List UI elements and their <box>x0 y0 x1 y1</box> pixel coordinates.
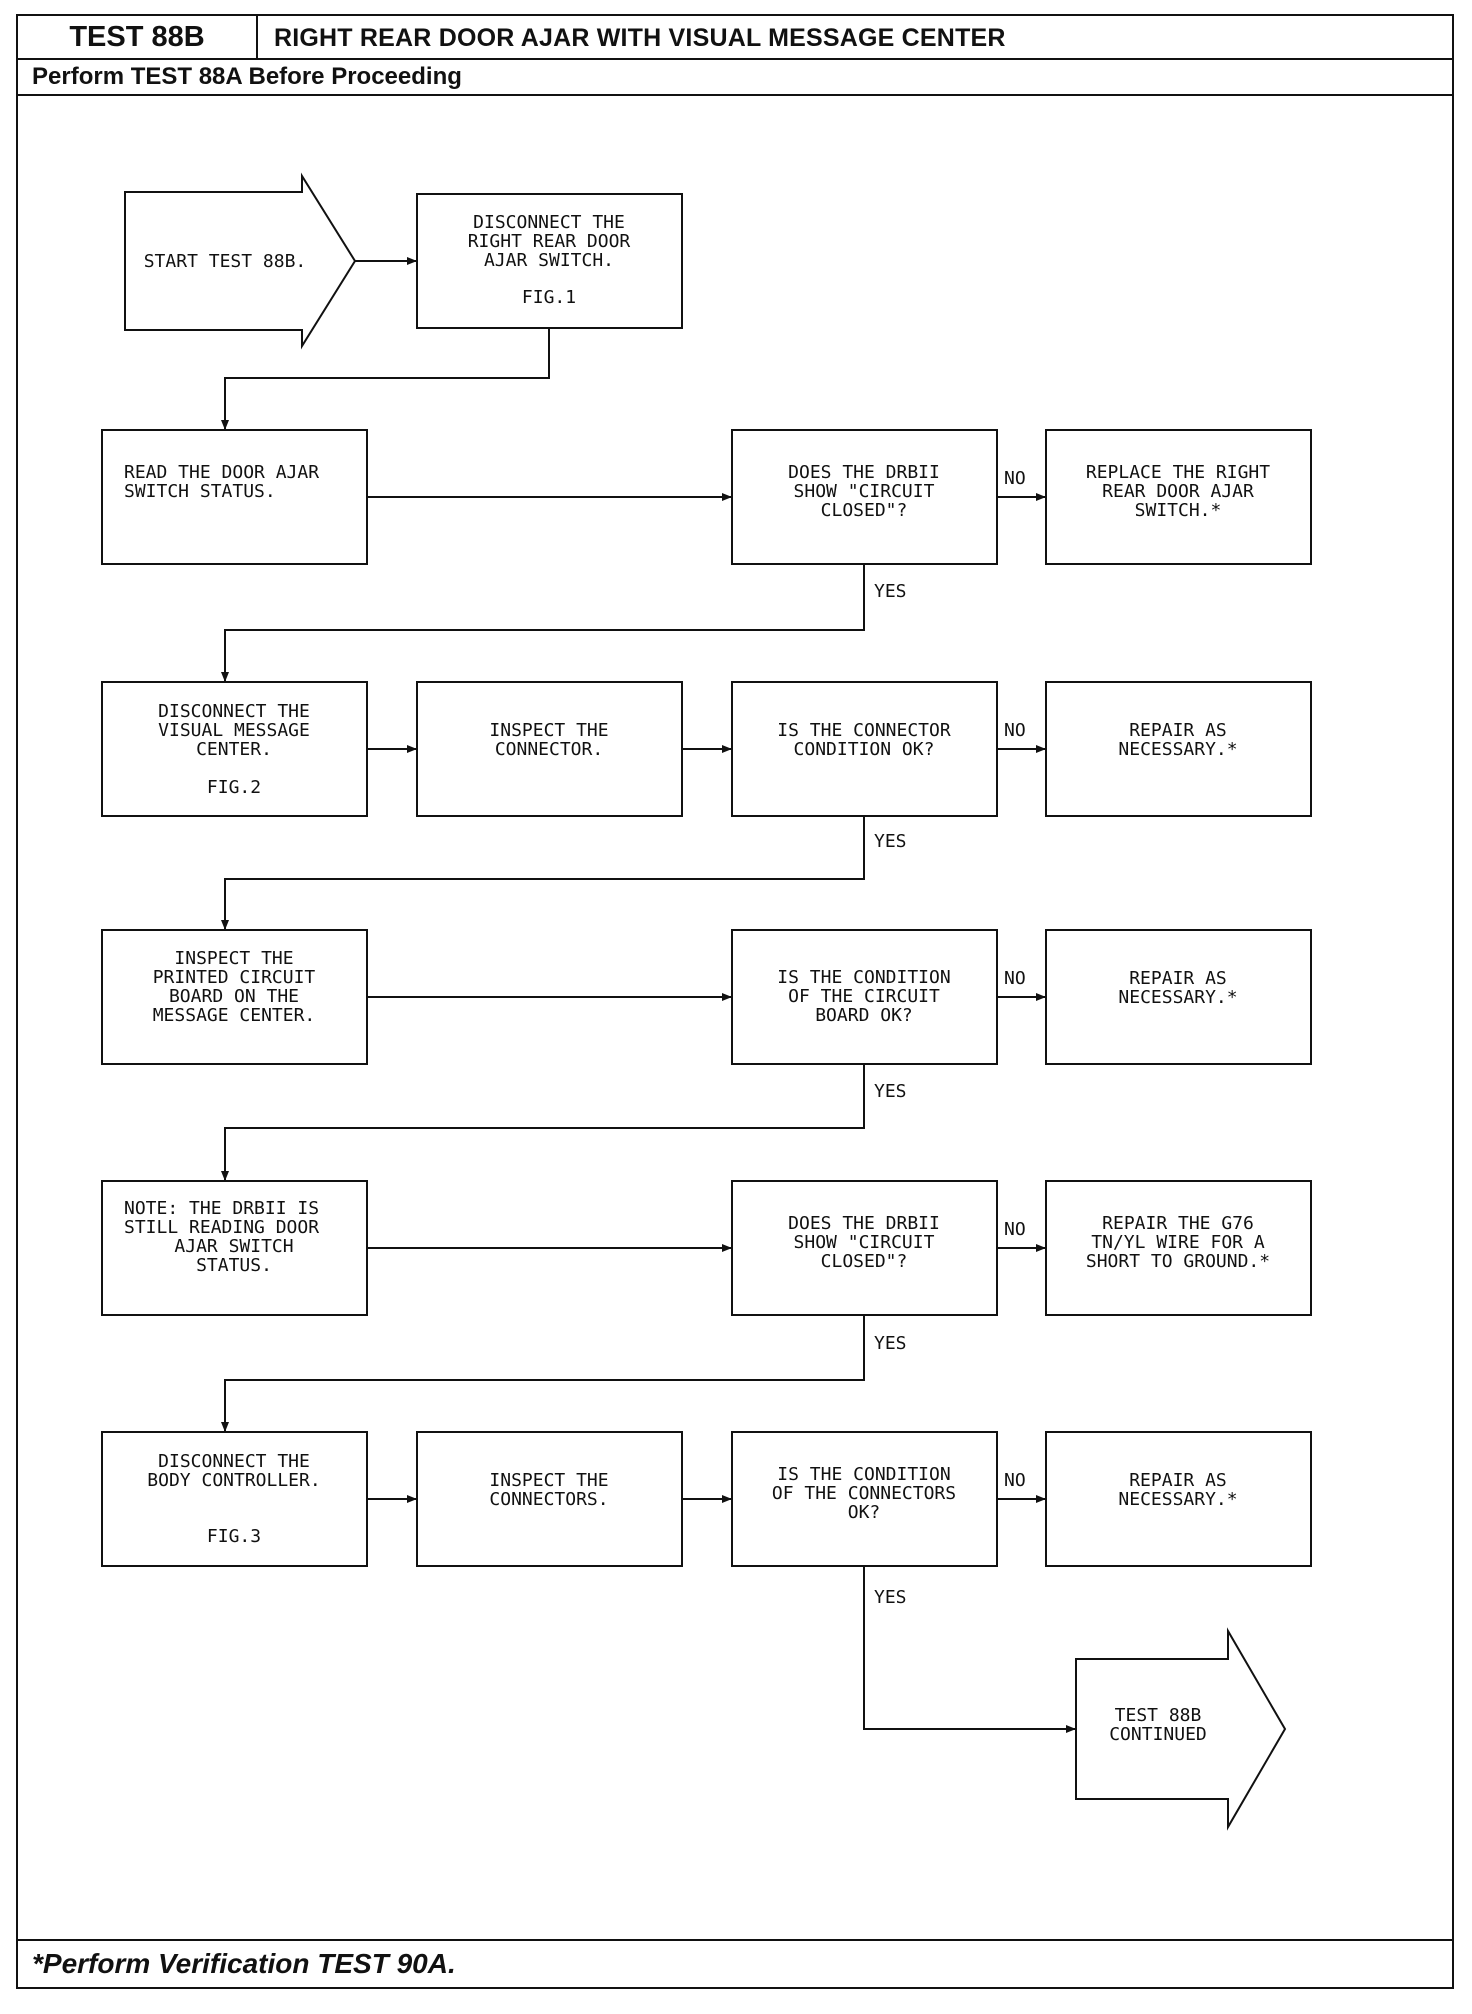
figure-reference: FIG.2 <box>207 777 261 798</box>
disconnect-vmc-box: DISCONNECT THE VISUAL MESSAGE CENTER. FI… <box>101 681 368 817</box>
result-box-1: REPLACE THE RIGHT REAR DOOR AJAR SWITCH.… <box>1045 429 1312 565</box>
header-row: TEST 88B RIGHT REAR DOOR AJAR WITH VISUA… <box>18 16 1452 60</box>
box-text: REPAIR THE G76 <box>1102 1213 1254 1234</box>
connector-line <box>221 1315 865 1432</box>
box-text: CONTINUED <box>1109 1724 1207 1745</box>
box-text: SHORT TO GROUND.* <box>1086 1251 1270 1272</box>
disconnect-bc-box: DISCONNECT THE BODY CONTROLLER. FIG.3 <box>101 1431 368 1567</box>
box-text: PRINTED CIRCUIT <box>153 967 316 988</box>
decision-box-4: DOES THE DRBII SHOW "CIRCUIT CLOSED"? <box>731 1180 998 1316</box>
decision-box-2: IS THE CONNECTOR CONDITION OK? <box>731 681 998 817</box>
box-text: OF THE CONNECTORS <box>772 1483 956 1504</box>
yes-label: YES <box>874 581 907 602</box>
test-page: TEST 88B RIGHT REAR DOOR AJAR WITH VISUA… <box>16 14 1454 1989</box>
prerequisite-note: Perform TEST 88A Before Proceeding <box>18 60 1452 96</box>
decision-box-1: DOES THE DRBII SHOW "CIRCUIT CLOSED"? <box>731 429 998 565</box>
box-text: NECESSARY.* <box>1118 739 1237 760</box>
box-text: INSPECT THE <box>489 720 608 741</box>
box-text: INSPECT THE <box>174 948 293 969</box>
box-text: DOES THE DRBII <box>788 1213 940 1234</box>
box-text: SWITCH.* <box>1135 500 1222 521</box>
result-box-4: REPAIR THE G76 TN/YL WIRE FOR A SHORT TO… <box>1045 1180 1312 1316</box>
box-text: DISCONNECT THE <box>158 1451 310 1472</box>
box-text: OF THE CIRCUIT <box>788 986 940 1007</box>
result-box-2: REPAIR AS NECESSARY.* <box>1045 681 1312 817</box>
result-box-5: REPAIR AS NECESSARY.* <box>1045 1431 1312 1567</box>
box-text: REPAIR AS <box>1129 1470 1227 1491</box>
box-text: NOTE: THE DRBII IS <box>124 1198 319 1219</box>
connector-line <box>863 1566 1076 1733</box>
box-text: READ THE DOOR AJAR <box>124 462 319 483</box>
box-text: BODY CONTROLLER. <box>147 1470 320 1491</box>
box-text: SWITCH STATUS. <box>124 481 276 502</box>
box-text: MESSAGE CENTER. <box>153 1005 316 1026</box>
box-text: TN/YL WIRE FOR A <box>1091 1232 1265 1253</box>
yes-label: YES <box>874 1081 907 1102</box>
flowchart: START TEST 88B. DISCONNECT THE RIGHT REA… <box>101 172 1312 1831</box>
connector-line <box>221 328 550 430</box>
box-text: BOARD OK? <box>815 1005 913 1026</box>
figure-reference: FIG.3 <box>207 1526 261 1547</box>
box-text: NECESSARY.* <box>1118 987 1237 1008</box>
box-text: CLOSED"? <box>821 1251 908 1272</box>
inspect-connectors-box: INSPECT THE CONNECTORS. <box>416 1431 683 1567</box>
box-text: REPAIR AS <box>1129 720 1227 741</box>
no-label: NO <box>1004 1470 1026 1491</box>
box-text: SHOW "CIRCUIT <box>794 1232 935 1253</box>
box-text: STATUS. <box>196 1255 272 1276</box>
box-text: IS THE CONDITION <box>777 1464 950 1485</box>
yes-label: YES <box>874 1587 907 1608</box>
box-text: AJAR SWITCH <box>174 1236 293 1257</box>
box-text: SHOW "CIRCUIT <box>794 481 935 502</box>
disconnect-switch-box: DISCONNECT THE RIGHT REAR DOOR AJAR SWIT… <box>416 193 683 329</box>
box-text: REAR DOOR AJAR <box>1102 481 1254 502</box>
test-id: TEST 88B <box>18 16 258 58</box>
box-text: REPLACE THE RIGHT <box>1086 462 1270 483</box>
box-text: REPAIR AS <box>1129 968 1227 989</box>
box-text: STILL READING DOOR <box>124 1217 319 1238</box>
box-text: CLOSED"? <box>821 500 908 521</box>
box-text: CONDITION OK? <box>794 739 935 760</box>
box-text: CENTER. <box>196 739 272 760</box>
box-text: NECESSARY.* <box>1118 1489 1237 1510</box>
note-box: NOTE: THE DRBII IS STILL READING DOOR AJ… <box>101 1180 368 1316</box>
verification-note: *Perform Verification TEST 90A. <box>18 1939 1452 1987</box>
box-text: TEST 88B <box>1115 1705 1202 1726</box>
connector-line <box>221 564 865 682</box>
box-text: RIGHT REAR DOOR <box>468 231 631 252</box>
test-title: RIGHT REAR DOOR AJAR WITH VISUAL MESSAGE… <box>274 24 1006 52</box>
read-status-box: READ THE DOOR AJAR SWITCH STATUS. <box>101 429 368 565</box>
result-box-3: REPAIR AS NECESSARY.* <box>1045 929 1312 1065</box>
start-arrow: START TEST 88B. <box>124 172 357 350</box>
box-text: CONNECTORS. <box>489 1489 608 1510</box>
no-label: NO <box>1004 720 1026 741</box>
box-text: IS THE CONDITION <box>777 967 950 988</box>
continued-arrow: TEST 88B CONTINUED <box>1075 1627 1287 1831</box>
inspect-connector-box: INSPECT THE CONNECTOR. <box>416 681 683 817</box>
box-text: DOES THE DRBII <box>788 462 940 483</box>
no-label: NO <box>1004 968 1026 989</box>
box-text: IS THE CONNECTOR <box>777 720 951 741</box>
box-text: DISCONNECT THE <box>473 212 625 233</box>
box-text: DISCONNECT THE <box>158 701 310 722</box>
box-text: CONNECTOR. <box>495 739 603 760</box>
box-text: INSPECT THE <box>489 1470 608 1491</box>
no-label: NO <box>1004 468 1026 489</box>
figure-reference: FIG.1 <box>522 287 576 308</box>
box-text: VISUAL MESSAGE <box>158 720 310 741</box>
box-text: AJAR SWITCH. <box>484 250 614 271</box>
yes-label: YES <box>874 831 907 852</box>
connector-line <box>221 816 865 930</box>
inspect-board-box: INSPECT THE PRINTED CIRCUIT BOARD ON THE… <box>101 929 368 1065</box>
decision-box-5: IS THE CONDITION OF THE CONNECTORS OK? <box>731 1431 998 1567</box>
no-label: NO <box>1004 1219 1026 1240</box>
start-label: START TEST 88B. <box>144 251 307 272</box>
decision-box-3: IS THE CONDITION OF THE CIRCUIT BOARD OK… <box>731 929 998 1065</box>
yes-label: YES <box>874 1333 907 1354</box>
box-text: OK? <box>848 1502 881 1523</box>
connector-line <box>221 1064 865 1181</box>
box-text: BOARD ON THE <box>169 986 299 1007</box>
